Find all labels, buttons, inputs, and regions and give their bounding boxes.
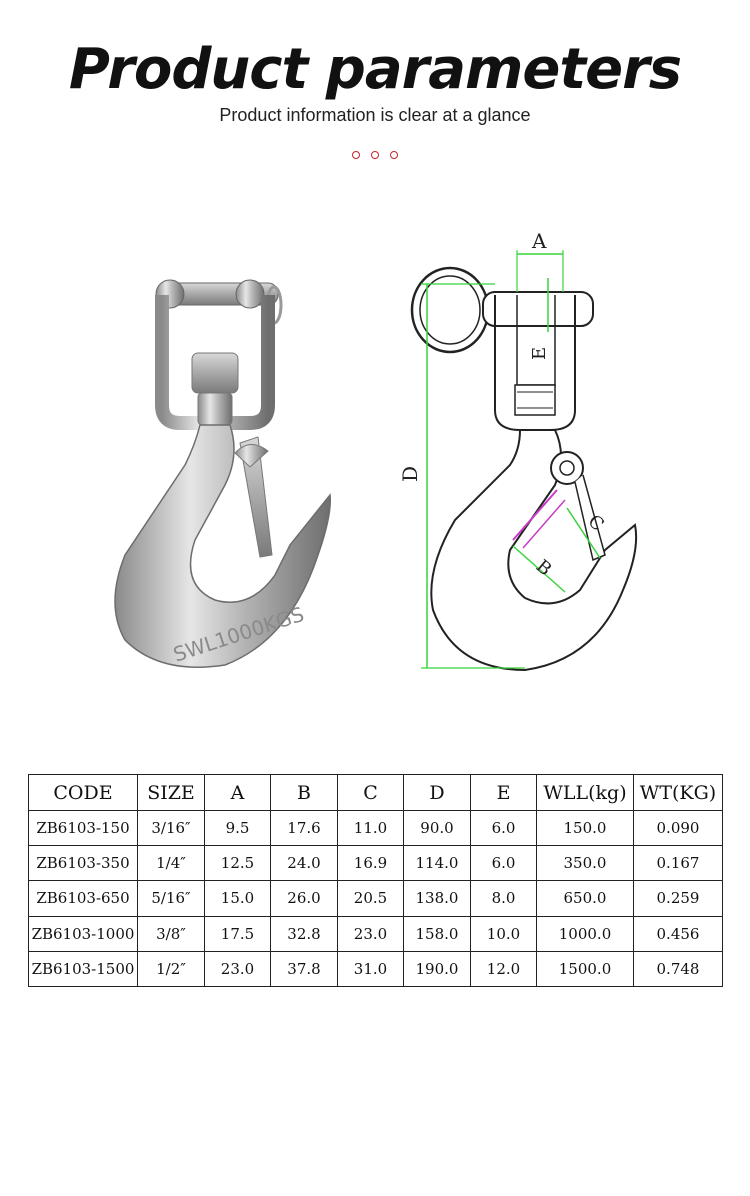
product-photo: SWL1000KGS xyxy=(114,279,331,668)
table-row: ZB6103-650 5/16″ 15.0 26.0 20.5 138.0 8.… xyxy=(28,880,723,917)
cell-e: 12.0 xyxy=(470,950,537,988)
cell-c: 31.0 xyxy=(337,950,404,988)
header-code: CODE xyxy=(28,774,138,811)
cell-a: 15.0 xyxy=(204,880,271,917)
header-b: B xyxy=(270,774,338,811)
cell-e: 6.0 xyxy=(470,845,537,882)
cell-c: 11.0 xyxy=(337,809,404,847)
label-b: B xyxy=(532,556,556,581)
cell-wll: 350.0 xyxy=(536,845,634,882)
cell-code: ZB6103-350 xyxy=(28,845,138,882)
cell-d: 190.0 xyxy=(403,950,471,988)
header-size: SIZE xyxy=(137,774,205,811)
cell-b: 24.0 xyxy=(270,845,338,882)
cell-size: 3/16″ xyxy=(137,809,205,847)
cell-code: ZB6103-150 xyxy=(28,809,138,847)
header-a: A xyxy=(204,774,271,811)
cell-a: 12.5 xyxy=(204,845,271,882)
cell-b: 17.6 xyxy=(270,809,338,847)
cell-b: 32.8 xyxy=(270,915,338,952)
cell-wt: 0.259 xyxy=(633,880,723,917)
decorative-dots xyxy=(350,150,400,162)
label-e: E xyxy=(529,347,550,360)
dot-icon xyxy=(390,151,398,159)
cell-code: ZB6103-1000 xyxy=(28,915,138,952)
cell-size: 3/8″ xyxy=(137,915,205,952)
cell-size: 5/16″ xyxy=(137,880,205,917)
cell-wll: 1500.0 xyxy=(536,950,634,988)
cell-a: 23.0 xyxy=(204,950,271,988)
cell-size: 1/2″ xyxy=(137,950,205,988)
header-wt: WT(KG) xyxy=(633,774,723,811)
dot-icon xyxy=(352,151,360,159)
label-a: A xyxy=(531,229,547,253)
hook-dimension-diagram: D A E B C xyxy=(398,229,638,672)
cell-code: ZB6103-1500 xyxy=(28,950,138,988)
cell-d: 138.0 xyxy=(403,880,471,917)
cell-size: 1/4″ xyxy=(137,845,205,882)
table-row: ZB6103-150 3/16″ 9.5 17.6 11.0 90.0 6.0 … xyxy=(28,809,723,847)
header-c: C xyxy=(337,774,404,811)
cell-b: 26.0 xyxy=(270,880,338,917)
table-header-row: CODE SIZE A B C D E WLL(kg) WT(KG) xyxy=(28,774,723,811)
table-row: ZB6103-350 1/4″ 12.5 24.0 16.9 114.0 6.0… xyxy=(28,845,723,882)
cell-b: 37.8 xyxy=(270,950,338,988)
label-d: D xyxy=(398,466,422,482)
cell-d: 90.0 xyxy=(403,809,471,847)
cell-wt: 0.167 xyxy=(633,845,723,882)
cell-c: 23.0 xyxy=(337,915,404,952)
cell-d: 158.0 xyxy=(403,915,471,952)
header-wll: WLL(kg) xyxy=(536,774,634,811)
cell-wll: 1000.0 xyxy=(536,915,634,952)
header-d: D xyxy=(403,774,471,811)
cell-code: ZB6103-650 xyxy=(28,880,138,917)
cell-wt: 0.090 xyxy=(633,809,723,847)
page-subtitle: Product information is clear at a glance xyxy=(219,105,531,125)
dot-icon xyxy=(371,151,379,159)
cell-c: 16.9 xyxy=(337,845,404,882)
cell-wll: 650.0 xyxy=(536,880,634,917)
page-title: Product parameters xyxy=(68,37,682,102)
table-row: ZB6103-1500 1/2″ 23.0 37.8 31.0 190.0 12… xyxy=(28,950,723,988)
cell-wt: 0.748 xyxy=(633,950,723,988)
cell-wt: 0.456 xyxy=(633,915,723,952)
cell-a: 17.5 xyxy=(204,915,271,952)
parameters-table: CODE SIZE A B C D E WLL(kg) WT(KG) ZB610… xyxy=(28,774,723,988)
cell-c: 20.5 xyxy=(337,880,404,917)
cell-a: 9.5 xyxy=(204,809,271,847)
cell-e: 8.0 xyxy=(470,880,537,917)
cell-e: 6.0 xyxy=(470,809,537,847)
cell-d: 114.0 xyxy=(403,845,471,882)
cell-e: 10.0 xyxy=(470,915,537,952)
header-e: E xyxy=(470,774,537,811)
cell-wll: 150.0 xyxy=(536,809,634,847)
table-row: ZB6103-1000 3/8″ 17.5 32.8 23.0 158.0 10… xyxy=(28,915,723,952)
